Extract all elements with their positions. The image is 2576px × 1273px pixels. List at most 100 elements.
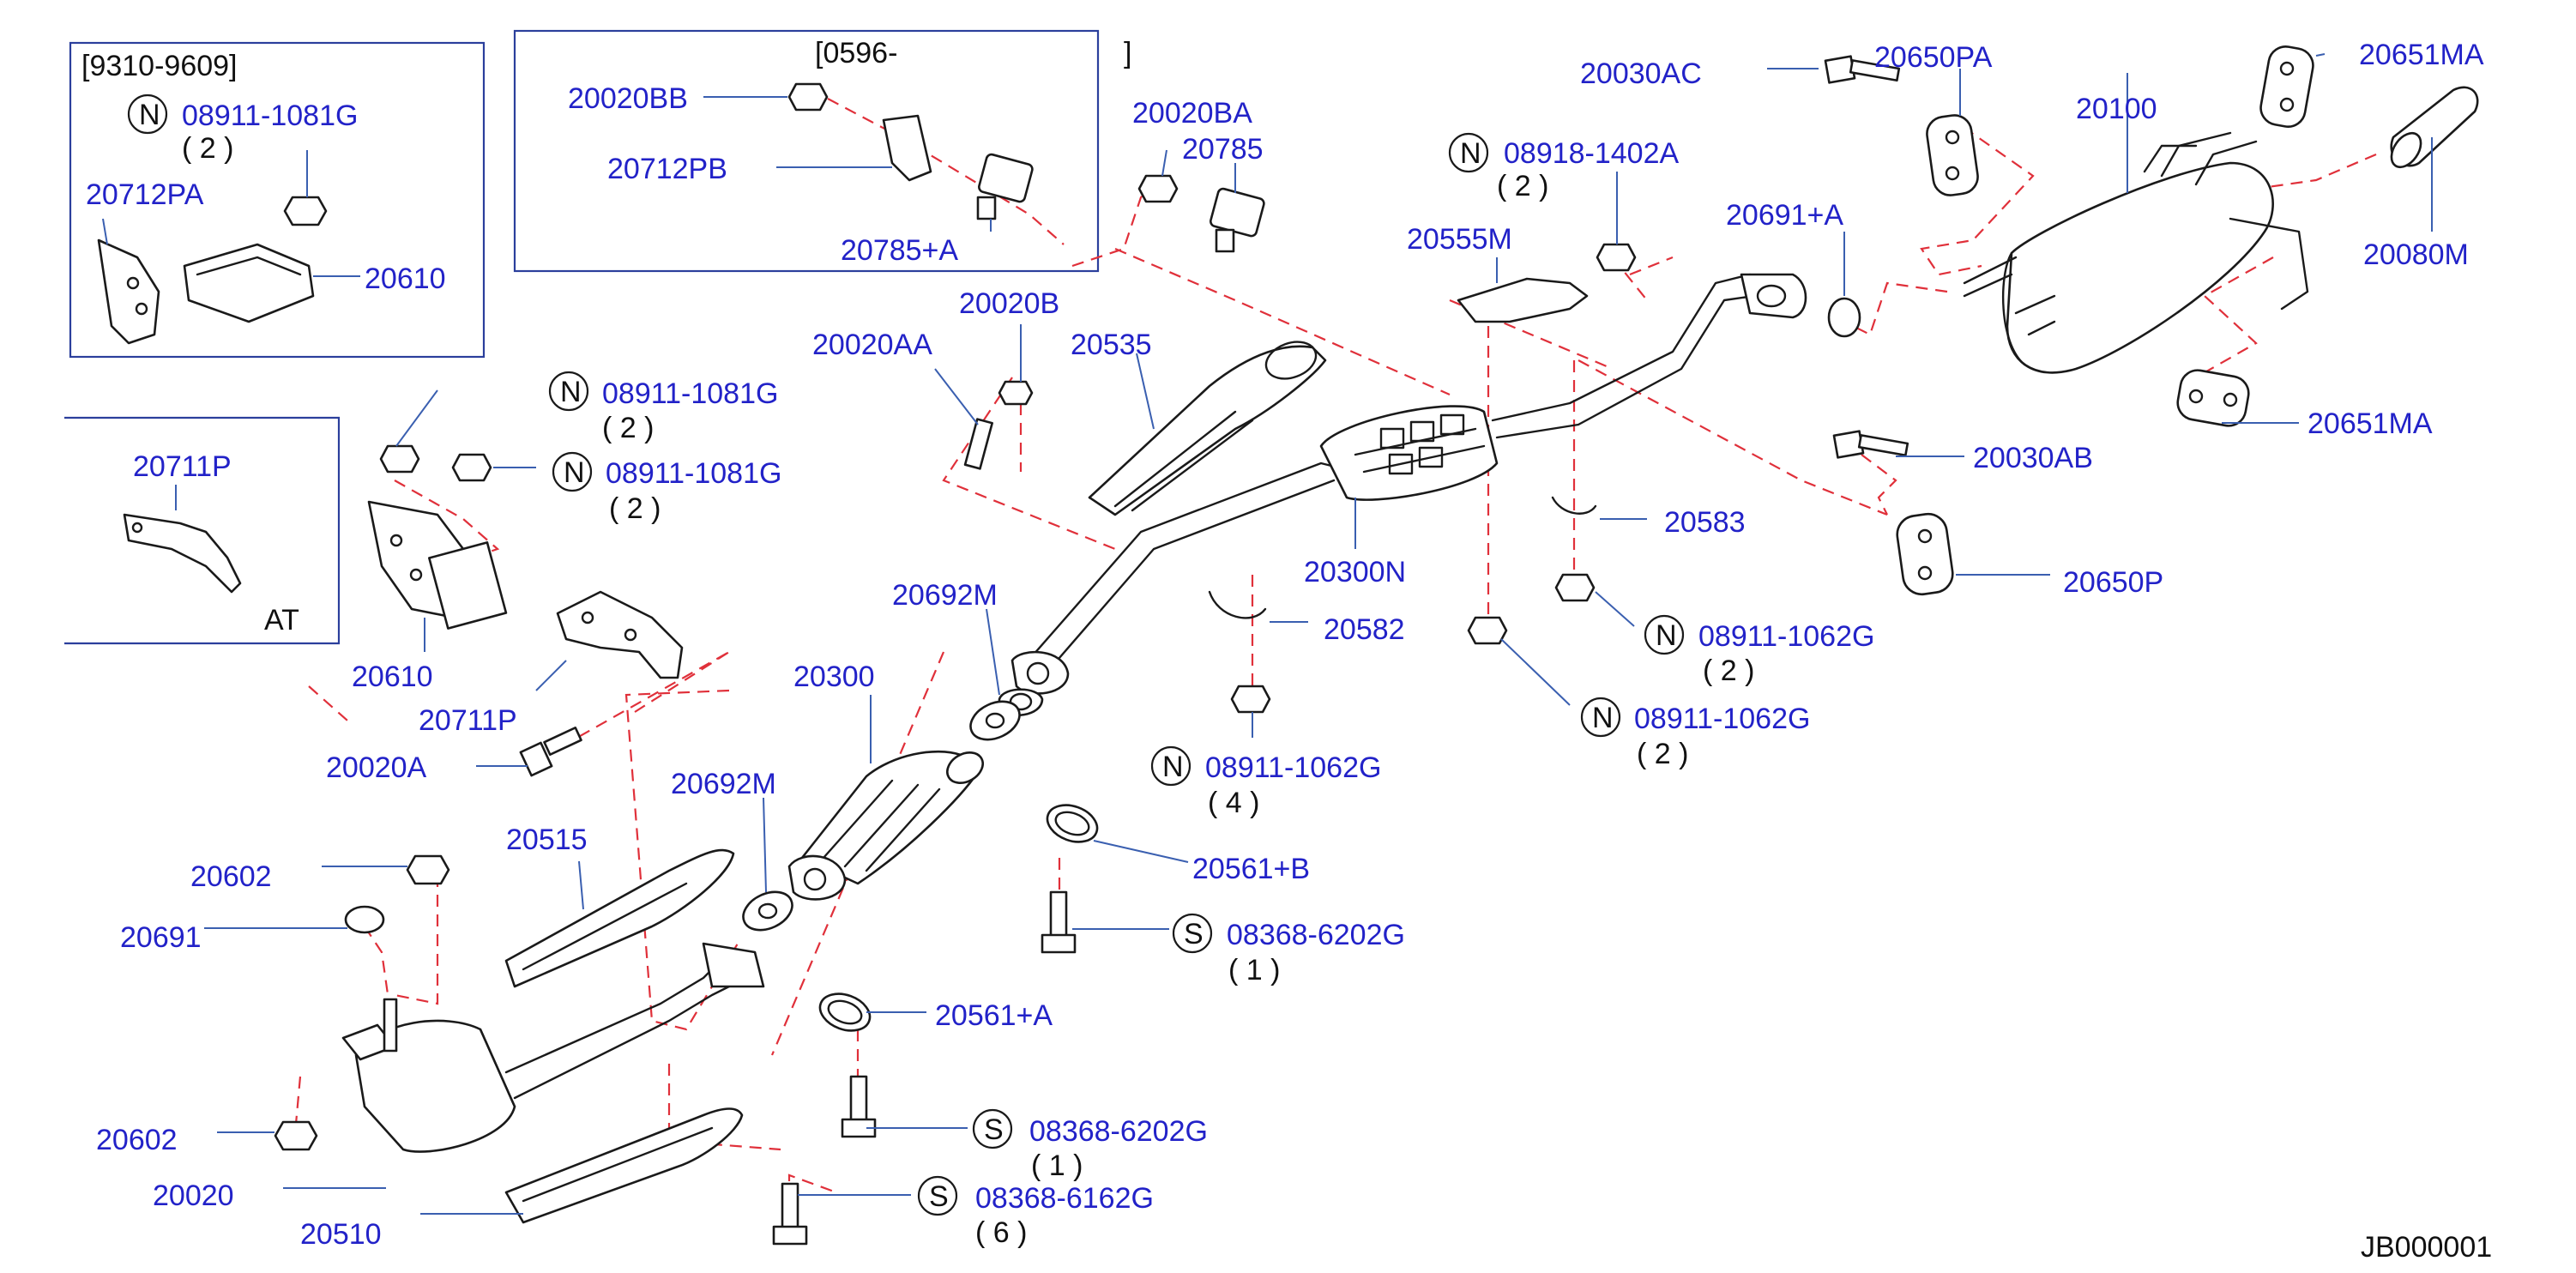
n-marker-icon [127, 94, 168, 135]
front-tube-20020 [341, 942, 765, 1153]
n-marker-label: N [1460, 137, 1481, 170]
bolt-20030AB [1832, 430, 1909, 459]
leader-lines [102, 53, 2433, 1215]
part-20712PA-label: 20712PA [86, 178, 204, 211]
callout-labels: [9310-9609] [0596- ] AT 20100 20080M 206… [81, 37, 2492, 1264]
part-08368-6162G-label: 08368-6162G [975, 1182, 1154, 1215]
s-marker-icon [1172, 913, 1213, 954]
part-20582-label: 20582 [1324, 613, 1405, 646]
nut-08911-1062G-c [1230, 685, 1271, 714]
qty-08911-1062G-b: ( 2 ) [1637, 738, 1688, 770]
marker-s-icons: S S S [917, 913, 1213, 1216]
part-20692M-b-label: 20692M [671, 768, 776, 800]
part-08911-1081G-b-label: 08911-1081G [606, 457, 781, 490]
part-20610-label: 20610 [352, 661, 433, 693]
part-20020-label: 20020 [153, 1179, 234, 1212]
nut-08911-1081G-b [451, 453, 492, 482]
nut-20020BB [787, 82, 829, 112]
bolt-08368-6202G-a [1041, 890, 1077, 954]
range-label-0596-open: [0596- [815, 37, 897, 69]
part-20080M-label: 20080M [2363, 238, 2469, 271]
marker-n-icons: N N N N N N N [127, 94, 1685, 787]
range-label-0596-close: ] [1124, 37, 1131, 69]
qty-08911-1081G-b: ( 2 ) [609, 492, 661, 525]
part-20583-label: 20583 [1664, 506, 1746, 539]
part-20785A-label: 20785+A [841, 234, 958, 267]
bracket-20610 [367, 500, 508, 630]
nut-20020B [998, 380, 1034, 406]
n-marker-label: N [1656, 619, 1677, 652]
at-note: AT [264, 604, 299, 636]
clamp-20582 [1208, 590, 1267, 619]
catalytic-converter-20300 [787, 750, 984, 901]
mount-20610-box [183, 243, 315, 323]
nut-20020BA [1137, 174, 1179, 203]
heat-shield-20515 [504, 848, 735, 988]
nut-08911-1081G-a [379, 444, 420, 474]
bracket-20712PA [97, 238, 160, 345]
part-20300N-label: 20300N [1304, 556, 1406, 588]
qty-08918-1402A: ( 2 ) [1497, 170, 1548, 202]
hanger-20651MA-bottom [2176, 369, 2250, 427]
part-20610-box-label: 20610 [365, 262, 446, 295]
qty-08368-6202G-b: ( 1 ) [1031, 1149, 1083, 1182]
part-20100-label: 20100 [2076, 93, 2157, 125]
n-marker-label: N [139, 99, 160, 131]
part-20515-label: 20515 [506, 824, 588, 856]
part-08918-1402A-label: 08918-1402A [1504, 137, 1680, 170]
heat-shield-20535 [1088, 341, 1327, 516]
bolt-20030AC [1824, 55, 1901, 84]
n-marker-icon [552, 451, 593, 492]
center-pipe-20300N [1010, 273, 1807, 695]
inset-box-9310-9609 [69, 41, 486, 359]
part-20561B-label: 20561+B [1192, 853, 1310, 885]
s-marker-label: S [1184, 918, 1204, 950]
n-marker-icon [548, 371, 589, 412]
part-20300-label: 20300 [793, 661, 875, 693]
bracket-20712PB [882, 114, 932, 182]
part-20650PA-label: 20650PA [1874, 41, 1993, 74]
part-20561A-label: 20561+A [935, 999, 1053, 1032]
part-08911-1081G-box-label: 08911-1081G [182, 100, 358, 132]
s-marker-icon [917, 1175, 958, 1216]
nut-20602-b [274, 1120, 318, 1151]
n-marker-label: N [1162, 751, 1184, 783]
bolt-20020A [519, 726, 582, 777]
part-08911-1062G-a-label: 08911-1062G [1698, 620, 1874, 653]
bracket-20711P [556, 590, 684, 679]
s-marker-label: S [984, 1113, 1004, 1146]
part-20535-label: 20535 [1071, 329, 1152, 361]
nut-08918-1402A [1596, 243, 1637, 272]
nut-20602-a [406, 854, 450, 885]
part-20691-label: 20691 [120, 921, 202, 954]
gasket-20691A [1827, 297, 1861, 338]
n-marker-label: N [1592, 702, 1614, 734]
part-20691A-label: 20691+A [1726, 199, 1843, 232]
bracket-20711P-at [123, 513, 242, 594]
qty-08368-6162G: ( 6 ) [975, 1216, 1027, 1249]
mount-20785A [976, 153, 1034, 220]
part-20602-a-label: 20602 [190, 860, 272, 893]
qty-08911-1062G-a: ( 2 ) [1703, 655, 1754, 687]
n-marker-label: N [564, 456, 585, 489]
n-marker-label: N [560, 376, 582, 408]
n-marker-icon [1580, 697, 1621, 738]
part-20020BA-label: 20020BA [1132, 97, 1252, 130]
part-08911-1062G-b-label: 08911-1062G [1634, 703, 1810, 735]
s-marker-icon [972, 1108, 1013, 1149]
part-20602-b-label: 20602 [96, 1124, 178, 1156]
diagram-id: JB000001 [2361, 1231, 2492, 1264]
bolt-08368-6162G [772, 1182, 808, 1246]
tail-tip-20080M [2390, 86, 2479, 169]
nut-08911-1081G-box [283, 196, 328, 226]
part-20711P-label: 20711P [419, 704, 517, 737]
hanger-20651MA-top [2259, 45, 2314, 128]
gasket-20692M-a [969, 700, 1021, 741]
part-08911-1062G-c-label: 08911-1062G [1205, 751, 1381, 784]
part-20030AC-label: 20030AC [1580, 57, 1702, 90]
part-08911-1081G-a-label: 08911-1081G [602, 377, 778, 410]
part-20785-label: 20785 [1182, 133, 1264, 166]
inset-box-0596 [513, 29, 1100, 273]
part-20711P-box-label: 20711P [133, 450, 232, 483]
